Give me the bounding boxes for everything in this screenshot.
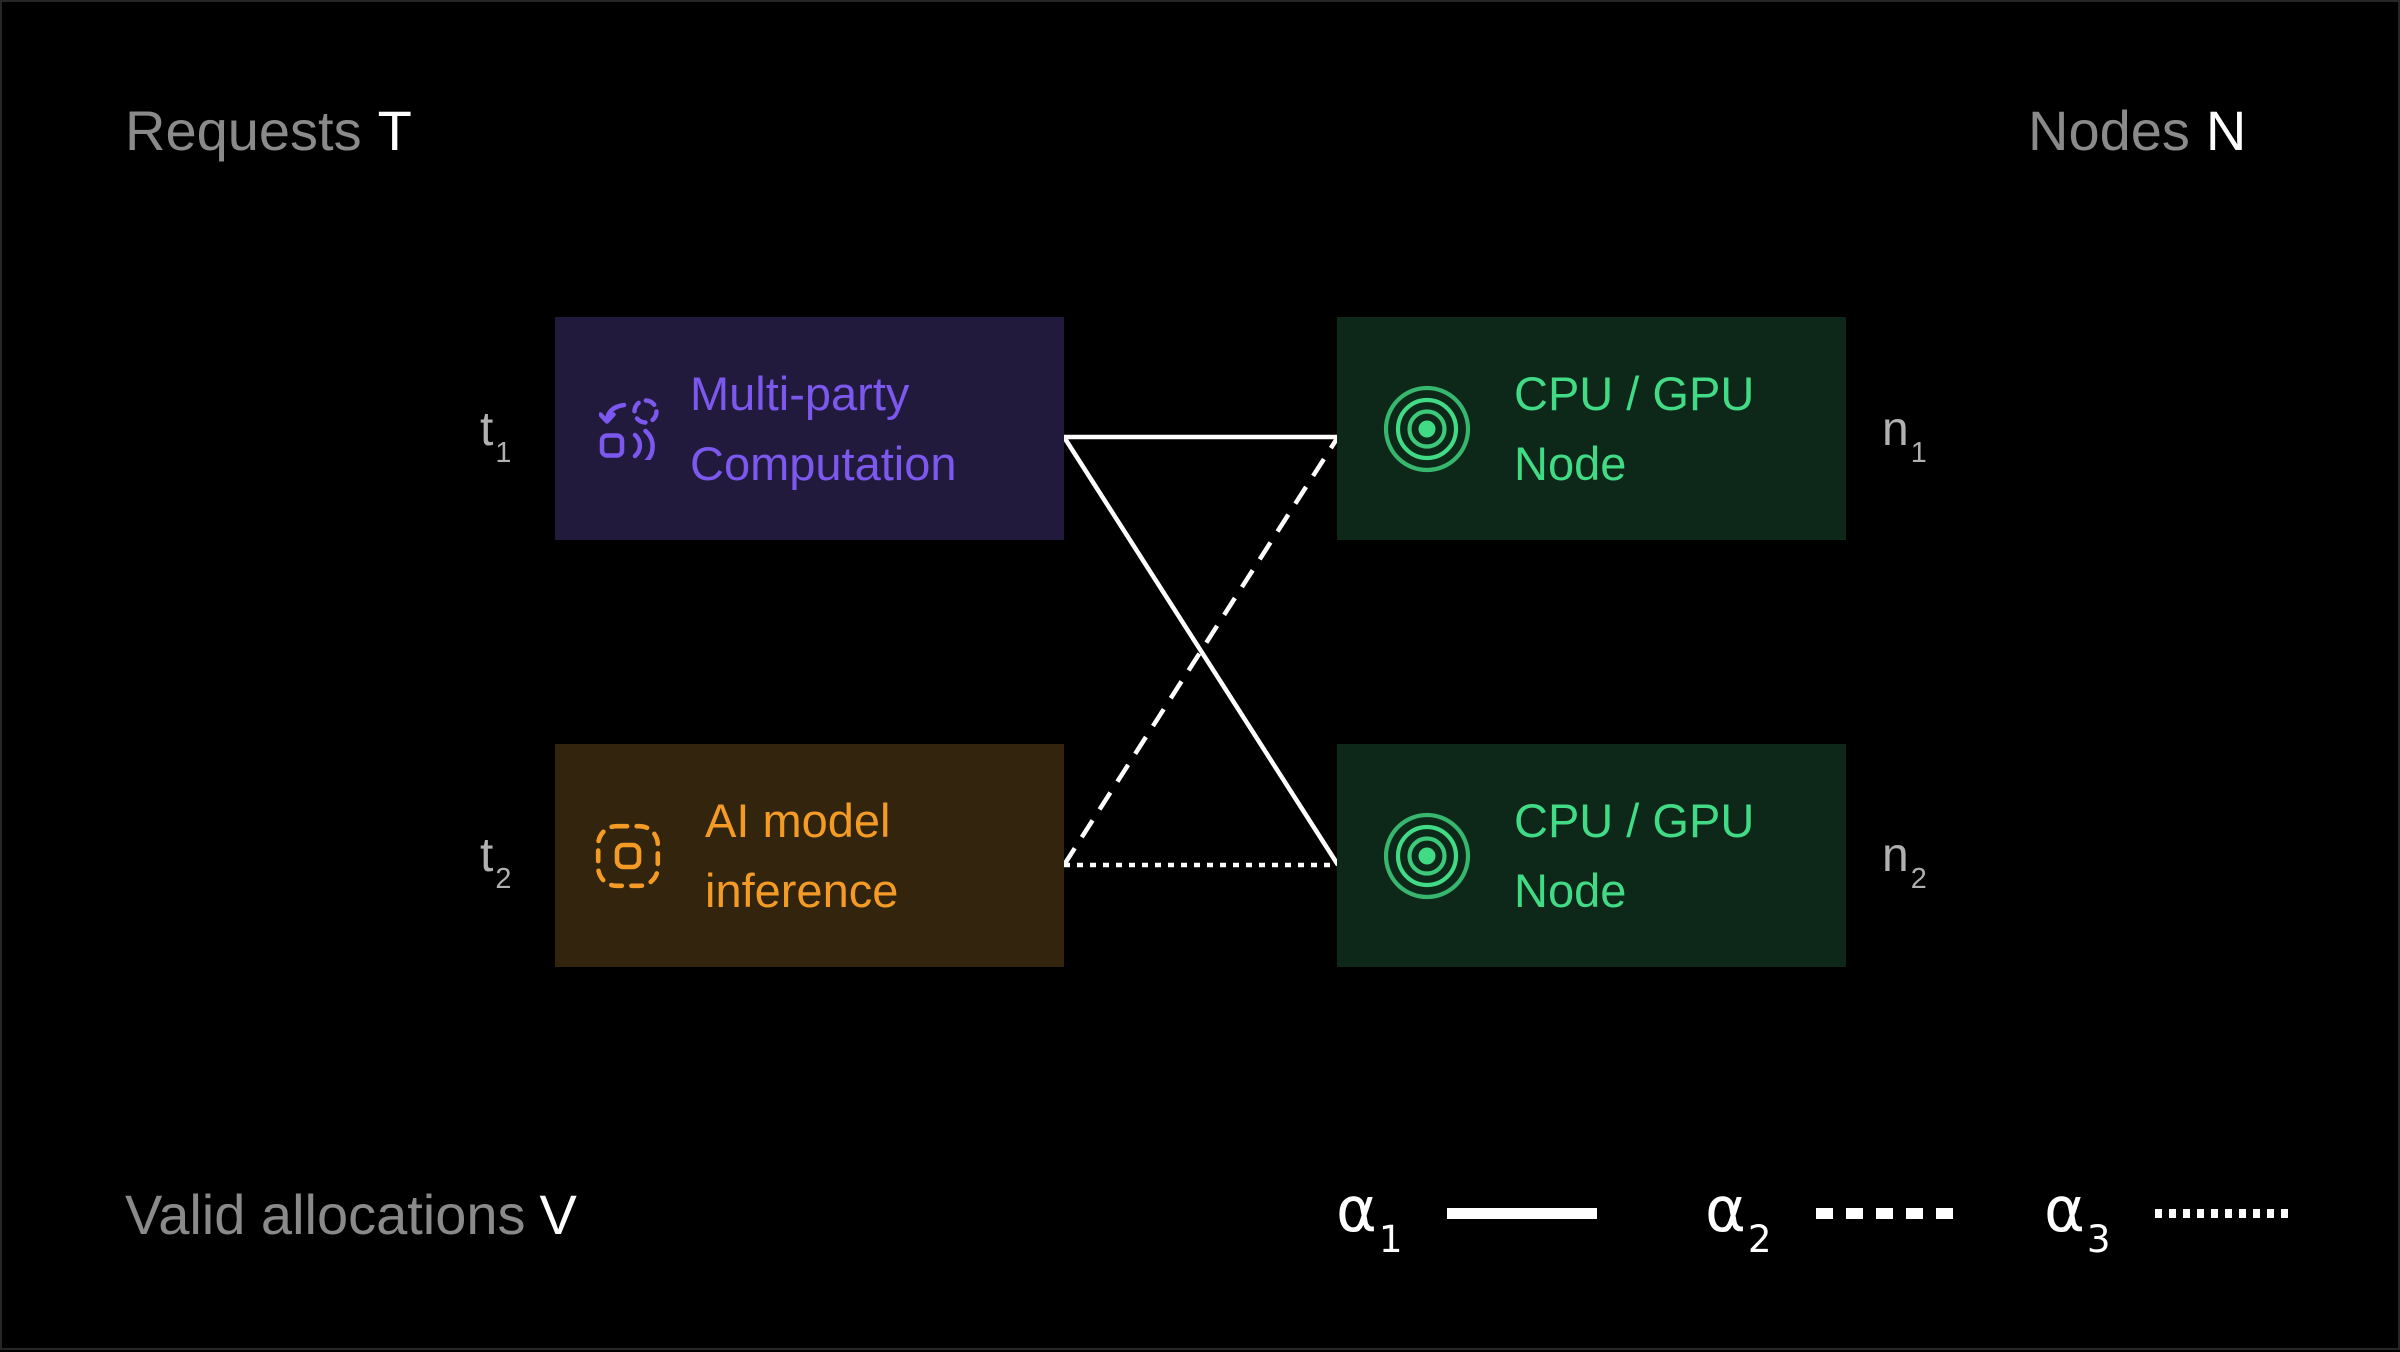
nodes-set-symbol: N (2205, 99, 2247, 162)
legend-item-alpha1: α1 (1336, 1172, 1597, 1262)
legend-solid-line (1446, 1207, 1597, 1219)
request-t2-title-line2: inference (705, 863, 899, 917)
node-n2-title-line2: Node (1514, 863, 1627, 917)
legend-alpha3-symbol: α (2044, 1172, 2085, 1246)
tag-t1-base: t (480, 403, 494, 456)
nodes-label-text: Nodes (2028, 99, 2190, 162)
tag-n2-base: n (1882, 829, 1909, 882)
node-n1-title: CPU / GPU Node (1514, 359, 1754, 499)
tag-n1-base: n (1882, 403, 1909, 456)
request-t1-title: Multi-party Computation (690, 359, 957, 499)
legend-alpha1-sub: 1 (1378, 1217, 1403, 1262)
legend-alpha3-label: α3 (2044, 1172, 2111, 1262)
legend-alpha2-symbol: α (1705, 1172, 1746, 1246)
node-n1-title-line1: CPU / GPU (1514, 366, 1755, 420)
request-t2-title: AI model inference (705, 786, 898, 926)
node-n2-title: CPU / GPU Node (1514, 786, 1754, 926)
ai-model-icon (595, 823, 661, 888)
tag-t2-base: t (480, 829, 494, 882)
legend-alpha2-label: α2 (1705, 1172, 1772, 1262)
request-t2-title-line1: AI model (705, 793, 891, 847)
edge-t1-n2-solid (1062, 435, 1340, 867)
legend-alpha2-sub: 2 (1747, 1217, 1772, 1262)
tag-n1: n1 (1882, 402, 1927, 469)
legend-alpha1-symbol: α (1336, 1172, 1377, 1246)
tag-n2: n2 (1882, 828, 1927, 895)
tag-n1-sub: 1 (1910, 436, 1927, 469)
concentric-rings-icon (1383, 812, 1471, 899)
requests-set-symbol: T (377, 99, 412, 162)
legend-dashed-line (1815, 1207, 1966, 1219)
legend-dotted-line (2154, 1208, 2293, 1218)
tag-t2: t2 (480, 828, 511, 895)
legend-item-alpha3: α3 (2044, 1172, 2293, 1262)
request-box-t1: Multi-party Computation (555, 317, 1064, 540)
tag-t2-sub: 2 (495, 862, 512, 895)
node-box-n1: CPU / GPU Node (1337, 317, 1846, 540)
tag-n2-sub: 2 (1910, 862, 1927, 895)
tag-t1-sub: 1 (495, 436, 512, 469)
valid-allocations-symbol: V (539, 1183, 577, 1246)
request-box-t2: AI model inference (555, 744, 1064, 967)
valid-allocations-text: Valid allocations (125, 1183, 526, 1246)
legend-alpha1-label: α1 (1336, 1172, 1403, 1262)
requests-label-text: Requests (125, 99, 362, 162)
node-n2-title-line1: CPU / GPU (1514, 793, 1755, 847)
node-n1-title-line2: Node (1514, 436, 1627, 490)
edge-t2-n1-dashed (1062, 435, 1340, 867)
concentric-rings-icon (1383, 385, 1471, 472)
request-t1-title-line1: Multi-party (690, 366, 910, 420)
request-t1-title-line2: Computation (690, 436, 957, 490)
legend-alpha3-sub: 3 (2086, 1217, 2111, 1262)
node-box-n2: CPU / GPU Node (1337, 744, 1846, 967)
tag-t1: t1 (480, 402, 511, 469)
legend-item-alpha2: α2 (1705, 1172, 1966, 1262)
mpc-icon (599, 397, 659, 460)
